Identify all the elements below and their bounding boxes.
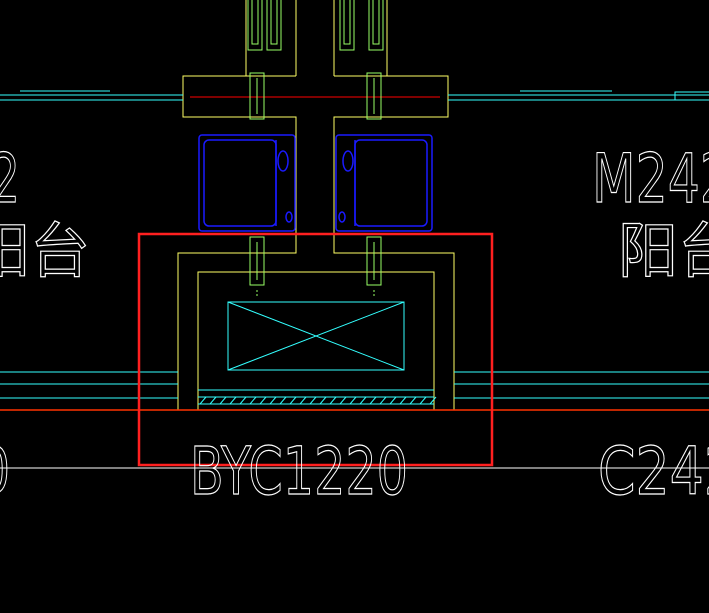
top-cyan-lines — [0, 90, 709, 101]
hatch-mark — [369, 396, 377, 405]
hatch-mark — [339, 396, 347, 405]
hatch-mark — [289, 396, 297, 405]
hatch-mark — [199, 396, 207, 405]
left-room-label: 阳台 — [0, 217, 90, 287]
hatch-mark — [429, 396, 437, 405]
top-studs — [249, 72, 382, 120]
hatch-mark — [249, 396, 257, 405]
right-code-label: M242 — [592, 140, 709, 219]
cabinet-left — [198, 134, 296, 232]
hatch-mark — [299, 396, 307, 405]
hatch-mark — [239, 396, 247, 405]
hatch-mark — [329, 396, 337, 405]
center-code-label: BYC1220 — [190, 433, 408, 510]
left-code-label: 2 — [0, 140, 20, 219]
window-box — [227, 301, 405, 371]
hatch-mark — [389, 396, 397, 405]
lower-studs — [249, 236, 382, 298]
hatch-mark — [269, 396, 277, 405]
hatch-mark — [409, 396, 417, 405]
hatch-mark — [349, 396, 357, 405]
wall-outline — [177, 0, 455, 411]
hatch-mark — [359, 396, 367, 405]
hatch-mark — [319, 396, 327, 405]
hatch-mark — [259, 396, 267, 405]
sill-hatch — [199, 396, 437, 405]
hatch-mark — [309, 396, 317, 405]
right-room-label: 阳台 — [618, 217, 709, 287]
hatch-mark — [229, 396, 237, 405]
hatch-mark — [209, 396, 217, 405]
selection-box[interactable] — [137, 232, 494, 467]
top-columns — [247, 0, 384, 51]
bottom-right-label: C242 — [598, 433, 709, 510]
bottom-left-label: 0 — [0, 434, 10, 507]
hatch-mark — [279, 396, 287, 405]
hatch-mark — [419, 396, 427, 405]
cabinet-right — [335, 134, 433, 232]
hatch-mark — [219, 396, 227, 405]
hatch-mark — [379, 396, 387, 405]
hatch-mark — [399, 396, 407, 405]
